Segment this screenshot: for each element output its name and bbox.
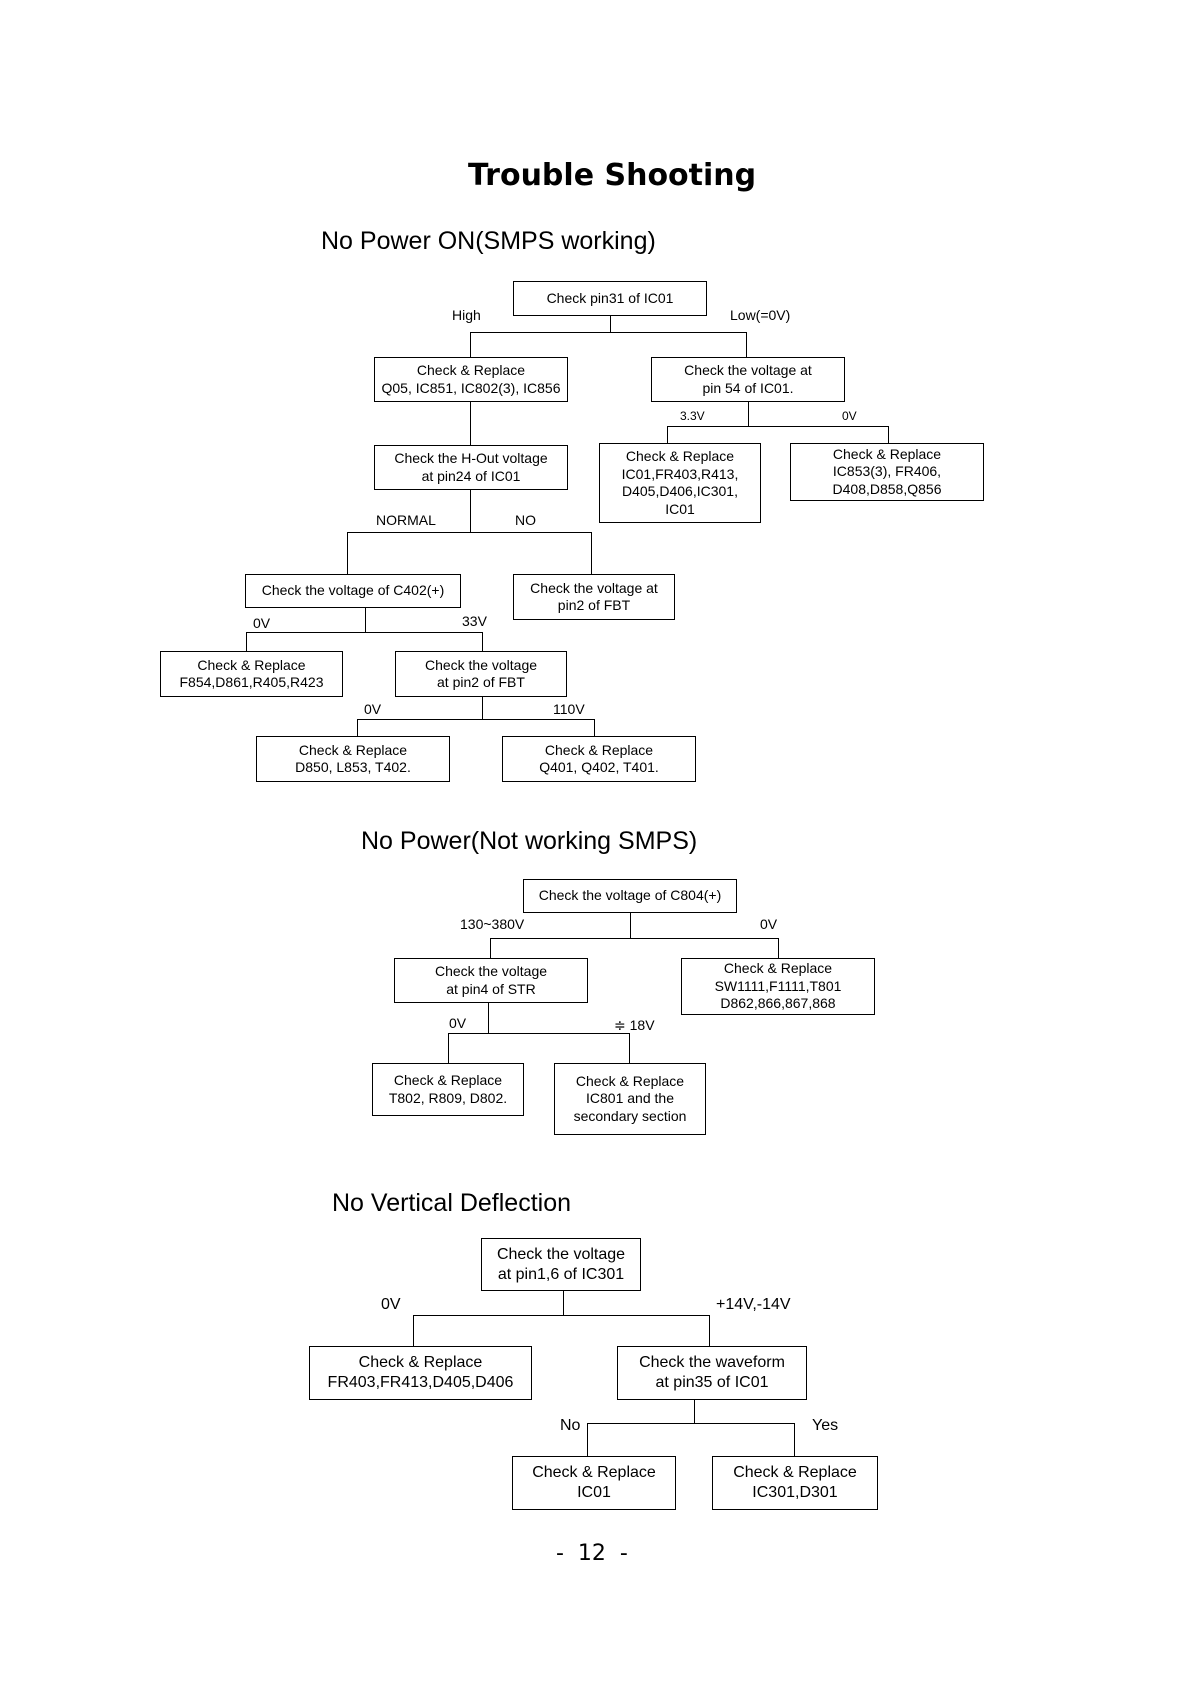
box-replace-d850: Check & Replace D850, L853, T402. [256, 736, 450, 782]
box-check-ic301: Check the voltage at pin1,6 of IC301 [481, 1238, 641, 1291]
connector [490, 938, 778, 939]
connector [482, 632, 483, 651]
label-130-380v: 130~380V [460, 916, 525, 932]
connector [470, 490, 471, 532]
box-replace-fr403: Check & Replace FR403,FR413,D405,D406 [309, 1346, 532, 1400]
box-replace-f854: Check & Replace F854,D861,R405,R423 [160, 651, 343, 697]
connector [694, 1400, 695, 1423]
label-yes-waveform: Yes [812, 1417, 839, 1434]
label-0v-c804: 0V [760, 916, 778, 932]
connector [365, 608, 366, 632]
label-high: High [452, 307, 481, 323]
connector [347, 532, 348, 574]
connector [490, 938, 491, 958]
connector [629, 1033, 630, 1063]
box-check-c804: Check the voltage of C804(+) [523, 879, 737, 913]
connector [246, 632, 482, 633]
connector [746, 332, 747, 357]
connector [246, 632, 247, 651]
box-check-fbt-33v: Check the voltage at pin2 of FBT [395, 651, 567, 697]
connector [667, 426, 668, 443]
box-check-c402: Check the voltage of C402(+) [245, 574, 461, 608]
connector [470, 332, 746, 333]
page-title: Trouble Shooting [468, 158, 757, 193]
box-replace-sw1111: Check & Replace SW1111,F1111,T801 D862,8… [681, 958, 875, 1015]
label-3-3v: 3.3V [680, 409, 705, 423]
box-replace-ic01-fr403: Check & Replace IC01,FR403,R413, D405,D4… [599, 443, 761, 523]
connector [709, 1315, 710, 1346]
box-replace-ic853: Check & Replace IC853(3), FR406, D408,D8… [790, 443, 984, 501]
connector [591, 532, 592, 574]
connector [630, 913, 631, 938]
label-110v-fbt: 110V [553, 701, 585, 717]
label-low: Low(=0V) [730, 307, 791, 323]
label-no: NO [515, 512, 536, 528]
connector [482, 697, 483, 719]
label-0v-fbt: 0V [364, 701, 382, 717]
box-replace-q401: Check & Replace Q401, Q402, T401. [502, 736, 696, 782]
connector [357, 719, 358, 736]
connector [347, 532, 591, 533]
label-0v-c402: 0V [253, 615, 271, 631]
connector [448, 1033, 449, 1063]
label-0v-pin54: 0V [842, 409, 857, 423]
connector [778, 938, 779, 958]
box-check-waveform: Check the waveform at pin35 of IC01 [617, 1346, 807, 1400]
page-number: - 12 - [556, 1541, 628, 1566]
connector [563, 1291, 564, 1315]
connector [667, 426, 888, 427]
section-title-no-power-smps: No Power(Not working SMPS) [361, 827, 698, 855]
box-check-pin31: Check pin31 of IC01 [513, 281, 707, 316]
connector [610, 316, 611, 332]
label-0v-ic301: 0V [381, 1296, 401, 1313]
section-title-no-vertical: No Vertical Deflection [332, 1189, 572, 1217]
label-normal: NORMAL [376, 512, 436, 528]
box-replace-q05: Check & Replace Q05, IC851, IC802(3), IC… [374, 357, 568, 402]
box-check-str: Check the voltage at pin4 of STR [394, 958, 588, 1003]
connector [594, 719, 595, 736]
box-replace-ic801: Check & Replace IC801 and the secondary … [554, 1063, 706, 1135]
box-replace-t802: Check & Replace T802, R809, D802. [372, 1063, 524, 1116]
label-no-waveform: No [560, 1417, 581, 1434]
box-check-pin54: Check the voltage at pin 54 of IC01. [651, 357, 845, 402]
connector [748, 402, 749, 426]
box-check-fbt-no: Check the voltage at pin2 of FBT [513, 574, 675, 620]
label-14v: +14V,-14V [716, 1296, 791, 1313]
connector [794, 1423, 795, 1456]
box-check-hout: Check the H-Out voltage at pin24 of IC01 [374, 445, 568, 490]
connector [470, 402, 471, 445]
connector [413, 1315, 414, 1346]
connector [448, 1033, 629, 1034]
connector [413, 1315, 709, 1316]
connector [470, 332, 471, 357]
connector [587, 1423, 794, 1424]
box-replace-ic01: Check & Replace IC01 [512, 1456, 676, 1510]
label-33v-c402: 33V [462, 613, 487, 629]
label-0v-str: 0V [449, 1015, 467, 1031]
connector [357, 719, 594, 720]
label-18v: ≑ 18V [614, 1017, 655, 1033]
connector [888, 426, 889, 443]
connector [587, 1423, 588, 1456]
connector [488, 1003, 489, 1033]
box-replace-ic301: Check & Replace IC301,D301 [712, 1456, 878, 1510]
section-title-no-power-on: No Power ON(SMPS working) [321, 227, 656, 255]
